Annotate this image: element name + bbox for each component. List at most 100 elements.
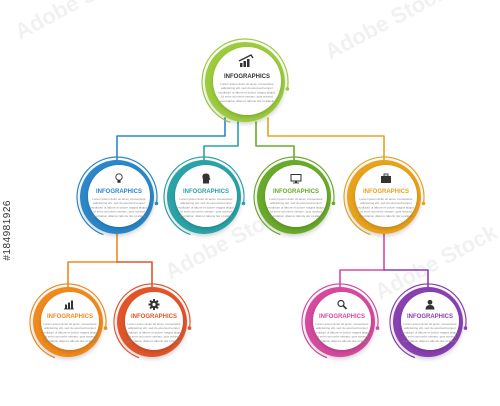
node-ring — [76, 156, 158, 238]
node-ring — [113, 283, 191, 361]
node-title: INFOGRAPHICS — [47, 314, 93, 320]
node-body-line: exercitation ullamco laboris nisi ut ali… — [403, 339, 458, 343]
ring-end-dot — [241, 201, 246, 206]
node-body-line: exercitation ullamco laboris nisi ut ali… — [315, 339, 370, 343]
node-title: INFOGRAPHICS — [407, 314, 453, 320]
node-body-line: incididunt ut labore et dolore magna ali… — [313, 330, 371, 334]
node-l1c: INFOGRAPHICS Lorem ipsum dolor sit amet, … — [253, 156, 336, 238]
bar-chart-icon — [238, 54, 254, 67]
watermark-text: Adobe Stock — [11, 0, 142, 44]
node-ring — [29, 283, 107, 361]
node-body-line: exercitation ullamco laboris nisi ut ali… — [92, 214, 147, 218]
ring-end-dot — [285, 87, 290, 91]
node-body-line: incididunt ut labore et dolore magna ali… — [125, 330, 183, 334]
node-body-line: incididunt ut labore et dolore magna ali… — [41, 330, 99, 334]
connector-l1d-l2c — [339, 233, 385, 289]
node-body-line: incididunt ut labore et dolore magna ali… — [401, 330, 459, 334]
lightbulb-icon — [115, 173, 123, 183]
node-body-line: incididunt ut labore et dolore magna ali… — [90, 205, 148, 209]
ring-end-dot — [375, 326, 380, 330]
node-body-line: Lorem ipsum dolor sit amet, consectetur — [127, 322, 180, 326]
node-body-line: adipisicing elit, sed do eiusmod tempor — [44, 326, 96, 330]
ring-end-dot — [331, 201, 336, 206]
node-body-line: exercitation ullamco laboris nisi ut ali… — [359, 214, 414, 218]
node-title: INFOGRAPHICS — [131, 314, 177, 320]
node-l1b: INFOGRAPHICS Lorem ipsum dolor sit amet, … — [163, 156, 246, 238]
node-body-line: incididunt ut labore et dolore magna ali… — [177, 205, 235, 209]
node-inner-disc — [88, 165, 150, 227]
node-l2a: INFOGRAPHICS Lorem ipsum dolor sit amet, … — [29, 283, 108, 361]
node-l1d: INFOGRAPHICS Lorem ipsum dolor sit amet, … — [343, 156, 426, 238]
connector-l1d-l2d — [383, 269, 429, 289]
ring-end-dot — [463, 326, 468, 330]
node-title: INFOGRAPHICS — [183, 189, 229, 195]
node-body-line: adipisicing elit, sed do eiusmod tempor — [360, 201, 412, 205]
connector-l1a-l2b — [116, 261, 153, 289]
node-body-line: exercitation ullamco laboris nisi ut ali… — [43, 339, 98, 343]
node-body-line: Ut enim ad minim veniam, quis nostrud — [404, 335, 456, 339]
node-body-line: Ut enim ad minim veniam, quis nostrud — [316, 335, 368, 339]
node-inner-disc — [265, 165, 327, 227]
node-l2b: INFOGRAPHICS Lorem ipsum dolor sit amet, … — [113, 283, 192, 361]
node-body-line: exercitation ullamco laboris nisi ut ali… — [269, 214, 324, 218]
connector-root-l1d — [267, 117, 385, 161]
node-body-line: Lorem ipsum dolor sit amet, consectetur — [315, 322, 368, 326]
node-body-line: incididunt ut labore et dolore magna ali… — [267, 205, 325, 209]
node-ring — [389, 283, 467, 361]
node-l2d: INFOGRAPHICS Lorem ipsum dolor sit amet, … — [389, 283, 468, 361]
connector-root-l1a — [116, 117, 226, 161]
node-body-line: Lorem ipsum dolor sit amet, consectetur — [359, 197, 412, 201]
node-body-line: adipisicing elit, sed do eiusmod tempor — [221, 86, 273, 90]
node-title: INFOGRAPHICS — [224, 74, 270, 80]
node-body-line: incididunt ut labore et dolore magna ali… — [357, 205, 415, 209]
node-body-line: Lorem ipsum dolor sit amet, consectetur — [92, 197, 145, 201]
node-body-line: adipisicing elit, sed do eiusmod tempor — [404, 326, 456, 330]
node-inner-disc — [213, 47, 281, 115]
monitor-icon — [290, 174, 302, 184]
nodes-layer: INFOGRAPHICS Lorem ipsum dolor sit amet, … — [29, 38, 468, 361]
node-body-line: exercitation ullamco laboris nisi ut ali… — [127, 339, 182, 343]
node-inner-disc — [41, 292, 99, 350]
node-body-line: adipisicing elit, sed do eiusmod tempor — [180, 201, 232, 205]
node-body-line: Ut enim ad minim veniam, quis nostrud — [93, 210, 145, 214]
connector-root-l1c — [255, 121, 295, 161]
node-ring — [201, 38, 289, 126]
head-profile-icon — [202, 173, 211, 184]
node-body-line: Lorem ipsum dolor sit amet, consectetur — [179, 197, 232, 201]
node-body-line: Lorem ipsum dolor sit amet, consectetur — [220, 82, 273, 86]
node-body-line: Ut enim ad minim veniam, quis nostrud — [270, 210, 322, 214]
stock-id-label: #184981926 — [2, 200, 13, 261]
node-body-line: Ut enim ad minim veniam, quis nostrud — [128, 335, 180, 339]
node-ring — [163, 156, 245, 238]
node-title: INFOGRAPHICS — [273, 189, 319, 195]
node-body-line: Lorem ipsum dolor sit amet, consectetur — [43, 322, 96, 326]
node-body-line: Ut enim ad minim veniam, quis nostrud — [44, 335, 96, 339]
gear-icon — [148, 299, 160, 310]
connector-l1a-l2a — [67, 233, 118, 289]
node-body-line: Lorem ipsum dolor sit amet, consectetur — [403, 322, 456, 326]
ring-end-dot — [154, 201, 159, 206]
node-l1a: INFOGRAPHICS Lorem ipsum dolor sit amet, … — [76, 156, 159, 238]
node-l2c: INFOGRAPHICS Lorem ipsum dolor sit amet, … — [301, 283, 380, 361]
node-body-line: Lorem ipsum dolor sit amet, consectetur — [269, 197, 322, 201]
node-inner-disc — [355, 165, 417, 227]
watermark-text: Adobe Stock — [321, 0, 452, 64]
node-title: INFOGRAPHICS — [363, 189, 409, 195]
briefcase-icon — [381, 173, 391, 183]
node-ring — [301, 283, 379, 361]
node-title: INFOGRAPHICS — [319, 314, 365, 320]
node-body-line: adipisicing elit, sed do eiusmod tempor — [93, 201, 145, 205]
ring-end-dot — [103, 326, 108, 330]
node-ring — [343, 156, 425, 238]
node-title: INFOGRAPHICS — [96, 189, 142, 195]
search-icon — [337, 299, 348, 310]
ring-end-dot — [421, 201, 426, 206]
node-body-line: adipisicing elit, sed do eiusmod tempor — [270, 201, 322, 205]
bar-graph-icon — [64, 300, 74, 310]
node-body-line: incididunt ut labore et dolore magna ali… — [218, 90, 276, 94]
node-inner-disc — [175, 165, 237, 227]
ring-end-dot — [187, 326, 192, 330]
node-body-line: adipisicing elit, sed do eiusmod tempor — [316, 326, 368, 330]
node-inner-disc — [125, 292, 183, 350]
